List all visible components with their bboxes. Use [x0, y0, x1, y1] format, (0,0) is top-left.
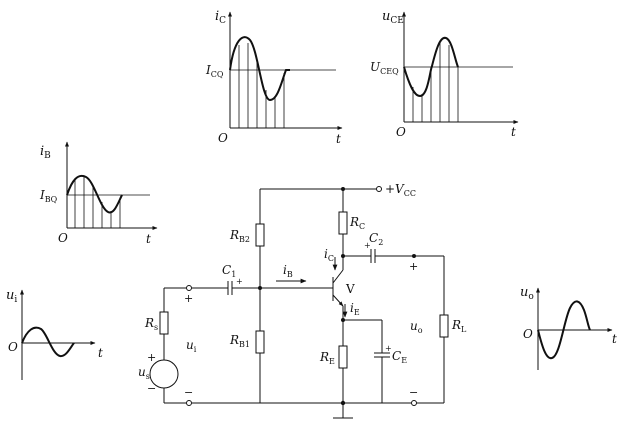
voltage-source — [149, 359, 179, 389]
node-vcc-rc — [341, 187, 345, 191]
ic-x-label: t — [336, 132, 341, 146]
uce-y-label: uCE — [382, 9, 404, 26]
ib-origin-label: O — [58, 231, 68, 245]
base-wiring — [164, 281, 333, 295]
ic-waveform — [229, 36, 290, 102]
c1-label: C1 — [222, 263, 236, 279]
source-minus: − — [147, 382, 156, 395]
transistor-v — [332, 256, 344, 320]
ce-label: CE — [392, 349, 407, 365]
ic-sample-lines — [238, 43, 285, 128]
emitter-wiring — [342, 319, 390, 403]
input-terminal-top — [186, 285, 192, 291]
node-ground — [340, 400, 346, 406]
amplifier-circuit: +VCC RB2 RC + C2 RL + − uo — [138, 182, 467, 419]
uo-origin-label: O — [523, 327, 533, 341]
ie-current-label: iE — [350, 301, 360, 317]
ui-waveform-graph: ui O t — [6, 288, 103, 380]
input-minus: − — [184, 386, 193, 399]
uce-level-label: UCEQ — [370, 60, 399, 76]
ic-origin-label: O — [218, 131, 228, 145]
rb1-label: RB1 — [229, 333, 250, 349]
uce-waveform-graph: uCE UCEQ O t — [370, 9, 519, 139]
rs-label: Rs — [144, 316, 158, 332]
ib-waveform — [66, 175, 123, 214]
uce-x-label: t — [511, 125, 516, 139]
c2-label: C2 — [369, 231, 383, 247]
re-label: RE — [319, 350, 335, 366]
rl-resistor — [439, 314, 449, 338]
uce-origin-label: O — [396, 125, 406, 139]
uo-waveform — [537, 300, 591, 360]
transistor-label: V — [345, 282, 355, 296]
input-plus: + — [184, 292, 193, 305]
rc-resistor — [338, 211, 348, 235]
output-minus: − — [409, 386, 418, 399]
ce-polarity: + — [385, 344, 392, 353]
vcc-label: +VCC — [385, 182, 416, 198]
ground-rail — [164, 402, 444, 419]
ui-label: ui — [186, 338, 197, 354]
ic-level-label: ICQ — [205, 63, 224, 79]
output-plus: + — [409, 260, 418, 273]
node-output-top — [412, 254, 416, 258]
us-label: us — [138, 365, 150, 381]
ib-y-label: iB — [40, 144, 51, 161]
ib-sample-lines — [74, 177, 121, 228]
rs-resistor — [159, 311, 169, 335]
ui-x-label: t — [98, 346, 103, 360]
rb2-label: RB2 — [229, 228, 250, 244]
ic-current-label: iC — [324, 247, 334, 263]
re-resistor — [338, 345, 348, 369]
uo-x-label: t — [612, 332, 617, 346]
rb2-resistor — [255, 223, 265, 247]
uce-sample-lines — [412, 42, 459, 122]
output-terminal-bottom — [411, 400, 417, 406]
supply-rail — [259, 188, 376, 288]
uo-label: uo — [410, 319, 423, 335]
ib-current-label: iB — [283, 263, 293, 279]
source-plus: + — [147, 351, 156, 364]
ic-y-label: iC — [215, 9, 226, 26]
ui-origin-label: O — [8, 340, 18, 354]
uo-y-label: uo — [520, 285, 534, 302]
ui-waveform — [21, 326, 75, 358]
input-terminal-bottom — [186, 400, 192, 406]
uo-waveform-graph: uo O t — [520, 285, 617, 370]
c2-wiring — [343, 249, 445, 403]
c1-polarity: + — [236, 277, 243, 286]
rc-label: RC — [349, 215, 365, 231]
ib-waveform-graph: iB IBQ O t — [39, 141, 158, 246]
ib-level-label: IBQ — [39, 188, 58, 204]
rl-label: RL — [451, 318, 467, 334]
ic-waveform-graph: iC ICQ O t — [205, 9, 343, 146]
ui-y-label: ui — [6, 288, 17, 305]
ib-x-label: t — [146, 232, 151, 246]
rb1-resistor — [255, 330, 265, 354]
vcc-terminal — [376, 186, 382, 192]
c2-polarity: + — [364, 241, 371, 250]
uce-waveform — [403, 36, 459, 98]
